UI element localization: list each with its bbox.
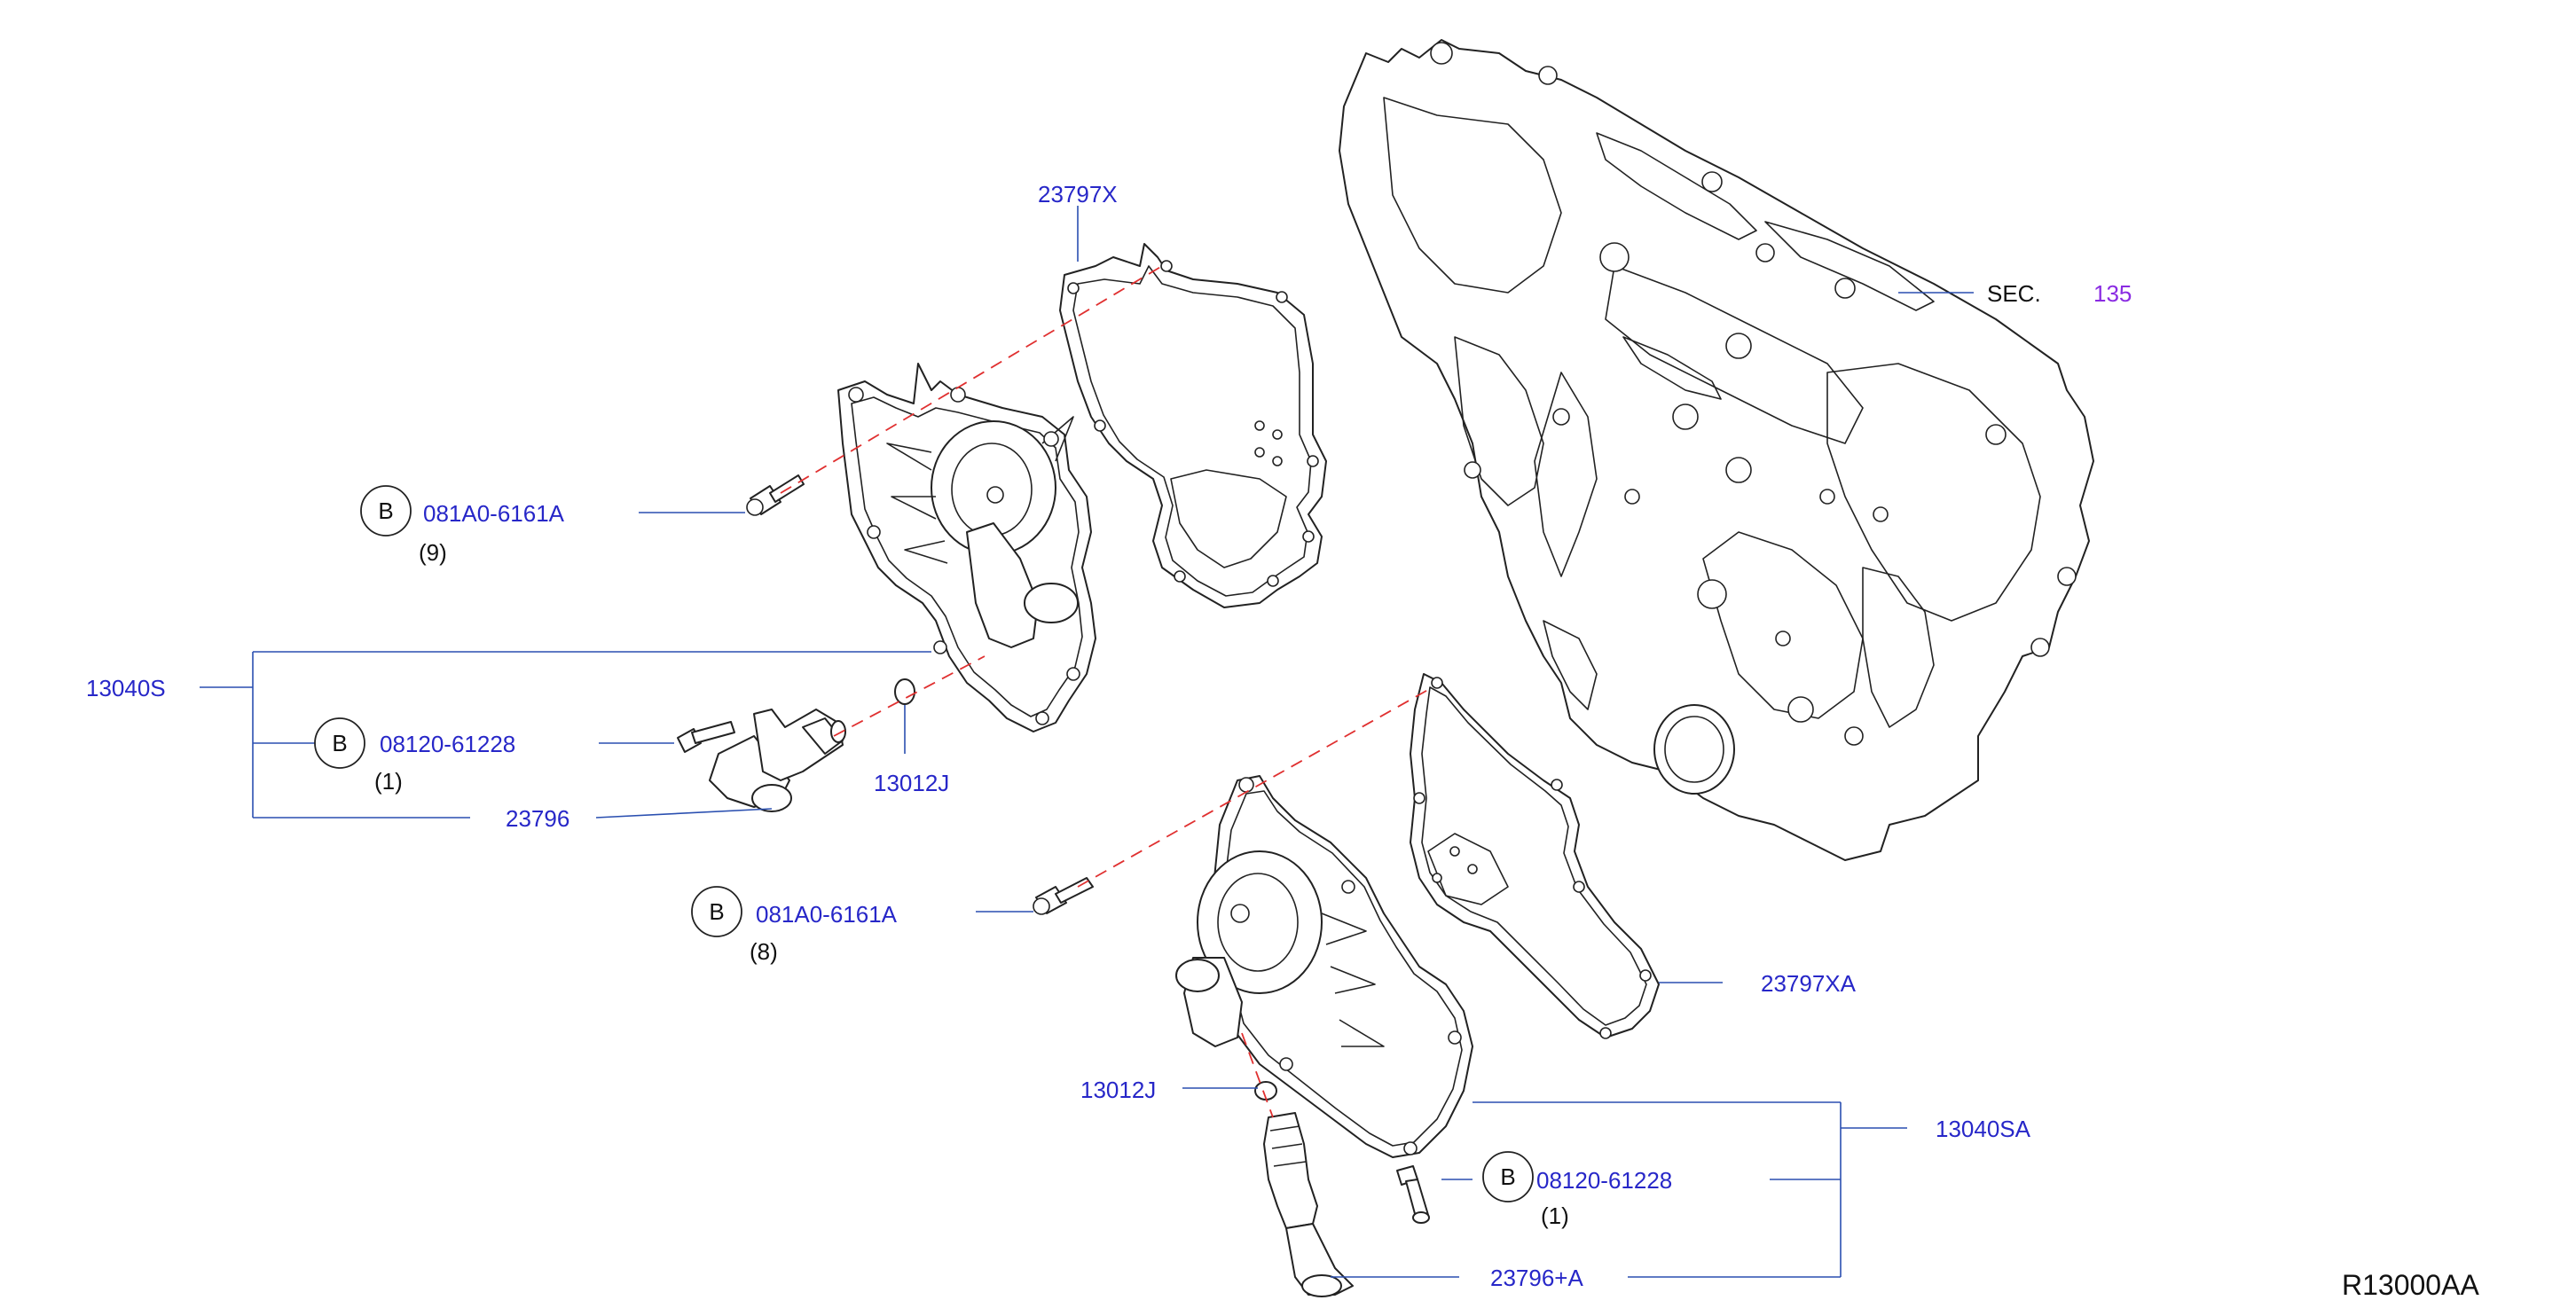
left-screw-illustration [677, 721, 735, 753]
bolt-lower-quantity: (8) [750, 938, 778, 965]
leader-lines [200, 206, 1974, 1278]
svg-text:B: B [1500, 1163, 1515, 1190]
section-number-link[interactable]: 135 [2093, 280, 2132, 307]
callout-oring-left[interactable]: 13012J [874, 770, 949, 796]
gasket-23797xa-illustration [1410, 673, 1660, 1039]
callout-assembly-right[interactable]: 13040SA [1936, 1116, 2031, 1142]
screw-left-quantity: (1) [374, 768, 403, 795]
callout-assembly-left[interactable]: 13040S [86, 675, 166, 701]
left-oring-illustration [894, 678, 915, 705]
svg-text:B: B [332, 730, 347, 756]
reference-code: R13000AA [2342, 1269, 2479, 1301]
callout-oring-right[interactable]: 13012J [1080, 1077, 1156, 1103]
callout-bolt-lower[interactable]: 081A0-6161A [756, 901, 898, 928]
lower-pump-illustration [1175, 775, 1473, 1158]
callout-screw-left[interactable]: 08120-61228 [380, 731, 515, 757]
callout-solenoid-left[interactable]: 23796 [506, 805, 569, 832]
bolt-upper-quantity: (9) [419, 539, 447, 566]
left-solenoid-illustration [709, 709, 846, 812]
section-label: SEC. [1987, 280, 2041, 307]
screw-right-quantity: (1) [1541, 1202, 1569, 1229]
right-screw-illustration [1396, 1165, 1430, 1224]
gasket-23797x-illustration [1059, 243, 1327, 608]
fastener-badge: B [314, 717, 365, 769]
callout-gasket-upper[interactable]: 23797X [1038, 181, 1118, 208]
svg-text:B: B [709, 898, 724, 925]
fastener-badge: B [1482, 1151, 1534, 1202]
fastener-badge: B [360, 485, 412, 537]
callout-gasket-lower[interactable]: 23797XA [1761, 970, 1857, 997]
callout-solenoid-right[interactable]: 23796+A [1490, 1265, 1583, 1291]
front-cover-illustration [1339, 39, 2094, 861]
callout-screw-right[interactable]: 08120-61228 [1536, 1167, 1672, 1194]
upper-pump-illustration [837, 363, 1096, 732]
fastener-badge: B [691, 886, 742, 937]
right-solenoid-illustration [1263, 1112, 1354, 1297]
alignment-lines [780, 265, 1433, 1118]
svg-text:B: B [378, 497, 393, 524]
callout-bolt-upper[interactable]: 081A0-6161A [423, 500, 565, 527]
upper-bolt-illustration [746, 474, 805, 516]
